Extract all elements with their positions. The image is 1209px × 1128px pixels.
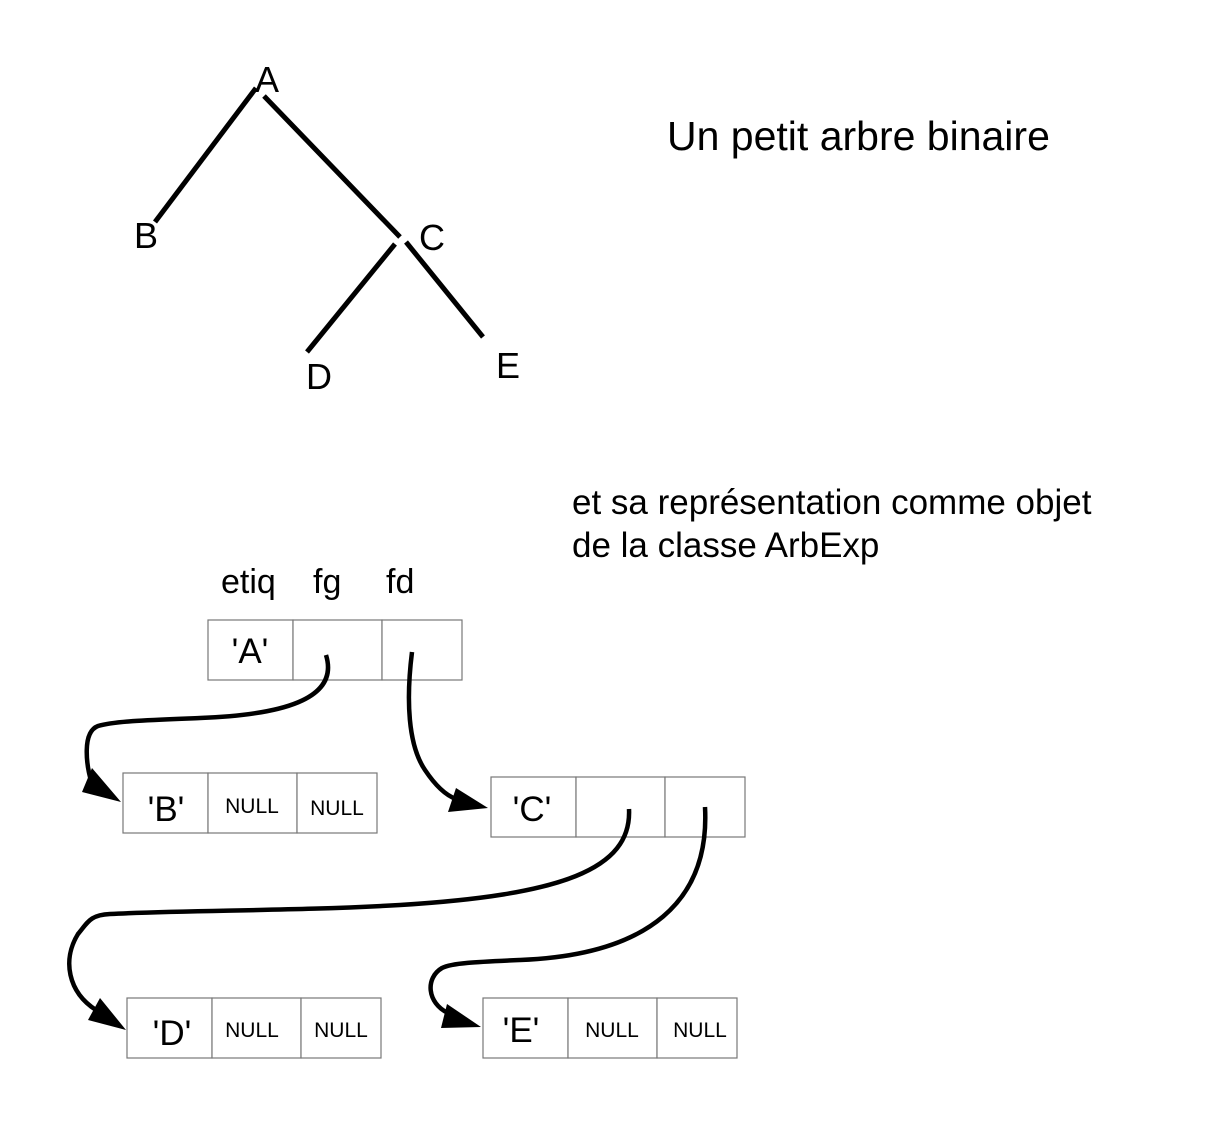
record-e-etiq: 'E' (503, 1011, 540, 1050)
record-b-etiq-cell (122, 772, 209, 834)
page-title: Un petit arbre binaire (667, 113, 1050, 159)
pointer-c-fg-to-d (67, 808, 632, 1012)
field-label-fg: fg (313, 563, 341, 601)
pointer-a-fg-to-b-arrowhead (82, 768, 121, 802)
pointer-a-fd-to-c-arrowhead (448, 788, 488, 812)
record-b: 'B' NULL NULL (122, 772, 378, 834)
record-d-fd-cell (300, 997, 382, 1059)
record-c-fg-cell (575, 776, 666, 838)
record-d-fg-cell (211, 997, 302, 1059)
record-e-etiq-cell (482, 997, 569, 1059)
tree: A B C D E (134, 59, 520, 397)
record-e: 'E' NULL NULL (482, 997, 738, 1059)
record-d-etiq: 'D' (153, 1014, 192, 1053)
pointer-c-fd-to-e-arrowhead (441, 1004, 481, 1028)
pointer-c-fd-to-e (428, 806, 708, 1016)
record-b-fg: NULL (225, 795, 279, 818)
tree-node-e: E (496, 345, 520, 386)
record-e-fd-cell (656, 997, 738, 1059)
pointer-a-fd-to-c (406, 651, 457, 802)
record-a-fg-cell (292, 619, 383, 681)
edge-a-b (153, 86, 258, 224)
record-e-fg-cell (567, 997, 658, 1059)
pointer-c-fg-to-d-arrowhead (88, 998, 126, 1030)
edge-a-c (262, 94, 402, 239)
pointers (67, 651, 708, 1030)
pointer-a-fg-to-b (84, 654, 331, 785)
field-label-etiq: etiq (221, 563, 276, 601)
record-b-etiq: 'B' (148, 790, 185, 829)
record-b-fd-cell (296, 772, 378, 834)
record-e-fg: NULL (585, 1019, 639, 1042)
record-d-fg: NULL (225, 1019, 279, 1042)
field-label-fd: fd (386, 563, 414, 601)
tree-node-c: C (419, 217, 445, 258)
record-a-fd-cell (381, 619, 463, 681)
record-d: 'D' NULL NULL (126, 997, 382, 1059)
caption-line-1: et sa représentation comme objet (572, 483, 1092, 522)
record-b-fg-cell (207, 772, 298, 834)
record-e-fd: NULL (673, 1019, 727, 1042)
record-b-fd: NULL (310, 797, 364, 820)
caption-line-2: de la classe ArbExp (572, 526, 879, 565)
tree-node-a: A (255, 59, 279, 100)
record-d-fd: NULL (314, 1019, 368, 1042)
edge-c-d (305, 242, 397, 354)
edge-c-e (404, 240, 485, 339)
record-a: 'A' (207, 619, 463, 681)
record-a-etiq: 'A' (232, 632, 269, 671)
tree-node-b: B (134, 215, 158, 256)
record-c-etiq: 'C' (513, 790, 552, 829)
tree-node-d: D (306, 356, 332, 397)
